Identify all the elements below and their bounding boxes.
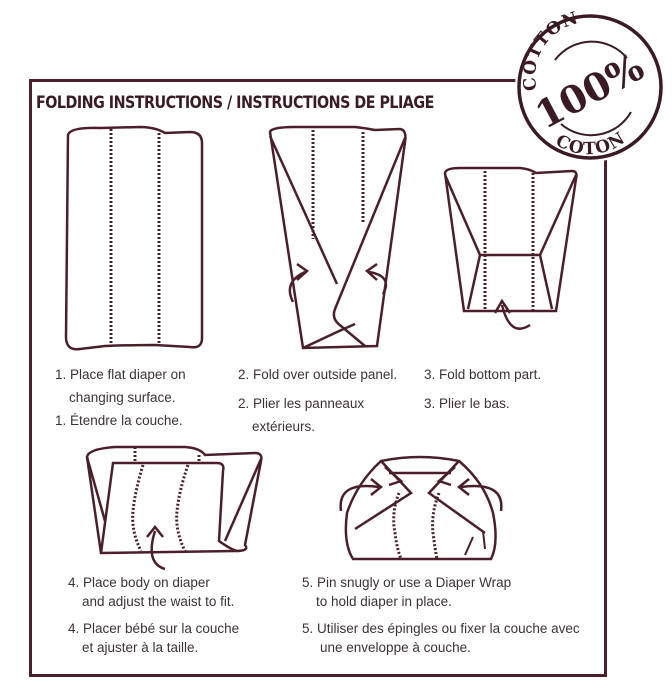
step-5-en-line1: Pin snugly or use a Diaper Wrap bbox=[317, 575, 512, 590]
step-5-fr-line1: Utiliser des épingles ou fixer la couche… bbox=[317, 621, 580, 636]
step-4-en-line1: Place body on diaper bbox=[83, 575, 210, 590]
step-5-fr-line2: une enveloppe à couche. bbox=[320, 640, 471, 655]
cotton-stamp: COTTON COTON 100% bbox=[515, 8, 665, 162]
fold-bottom-illustration bbox=[443, 166, 578, 330]
step-3-text: 3. Fold bottom part. 3. Plier le bas. bbox=[424, 367, 542, 411]
cotton-stamp-icon: COTTON COTON 100% bbox=[517, 8, 663, 160]
step-2-text: 2. Fold over outside panel. 2. Plier les… bbox=[238, 367, 398, 434]
step-3-en-line1: Fold bottom part. bbox=[439, 367, 542, 382]
place-body-illustration bbox=[85, 445, 263, 571]
step-4-en-line2: and adjust the waist to fit. bbox=[82, 594, 235, 609]
step-2-en-line1: Fold over outside panel. bbox=[253, 367, 398, 382]
step-3-fr-line1: Plier le bas. bbox=[439, 396, 510, 411]
step-4-text: 4. Place body on diaper and adjust the w… bbox=[68, 575, 240, 655]
step-5-text: 5. Pin snugly or use a Diaper Wrap to ho… bbox=[302, 575, 580, 655]
step-5-en-line2: to hold diaper in place. bbox=[316, 594, 452, 609]
instructions-frame bbox=[29, 79, 607, 677]
flat-diaper-illustration bbox=[64, 125, 204, 351]
pin-diaper-illustration bbox=[339, 455, 503, 561]
step-1-en-line2: changing surface. bbox=[69, 390, 176, 405]
step-1-en-line1: Place flat diaper on bbox=[70, 367, 186, 382]
fold-outside-panels-illustration bbox=[268, 125, 407, 350]
step-1-text: 1. Place flat diaper on changing surface… bbox=[55, 367, 186, 428]
step-4-fr-line2: et ajuster à la taille. bbox=[82, 640, 199, 655]
step-2-fr-line2: extérieurs. bbox=[252, 419, 316, 434]
step-1-fr-line1: Étendre la couche. bbox=[70, 413, 183, 428]
page-title: FOLDING INSTRUCTIONS / INSTRUCTIONS DE P… bbox=[36, 93, 434, 113]
step-4-fr-line1: Placer bébé sur la couche bbox=[83, 621, 240, 636]
step-2-fr-line1: Plier les panneaux bbox=[253, 396, 365, 411]
